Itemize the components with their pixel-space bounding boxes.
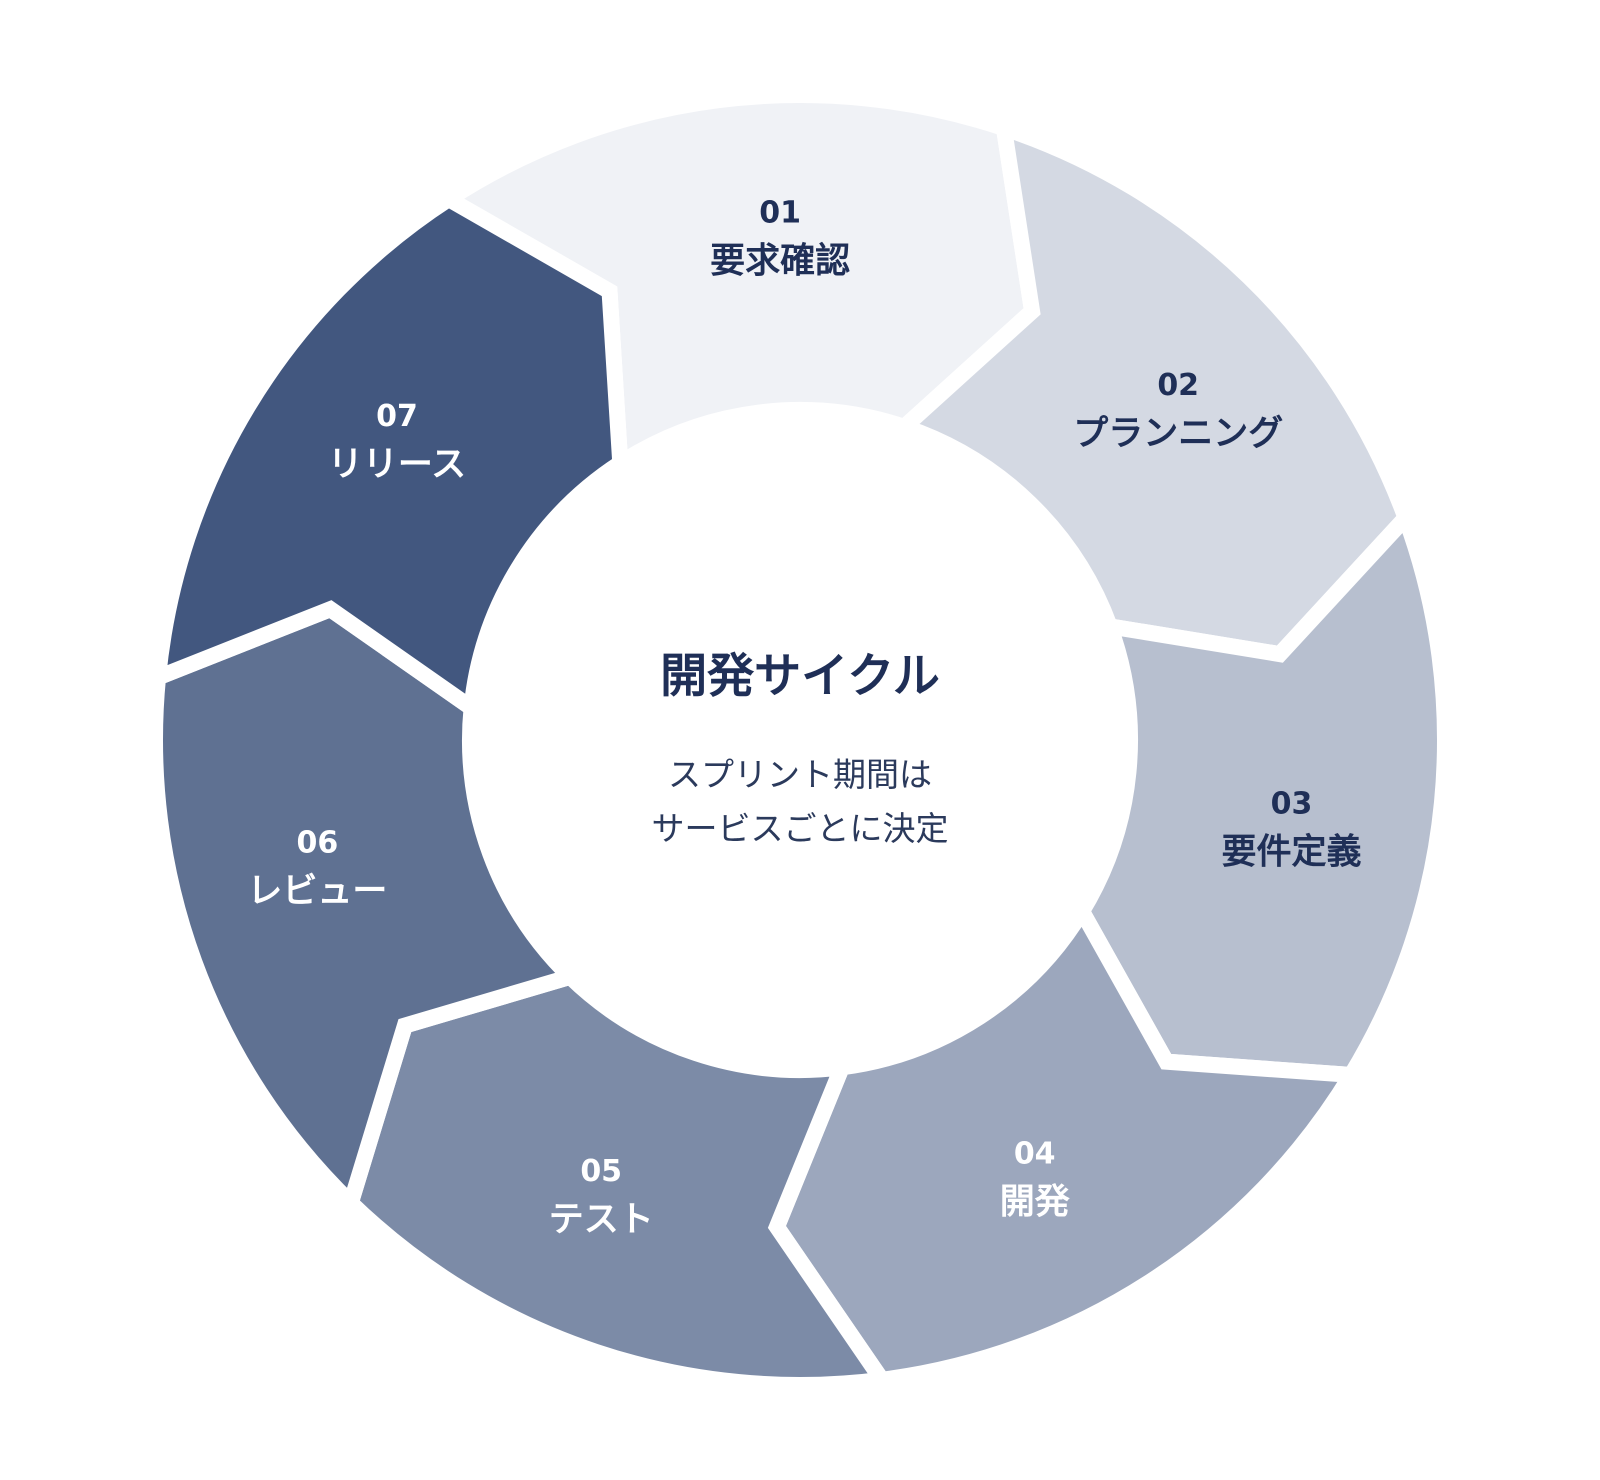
center-circle [470,410,1130,1070]
step-number-05: 05 [580,1154,622,1189]
step-label-02: プランニング [1073,414,1283,454]
center-subtitle-line2: サービスごとに決定 [652,809,949,848]
step-number-07: 07 [376,399,418,434]
cycle-labels: 01 要求確認 02 プランニング 03 要件定義 04 開発 05 テスト 06 レビュー 07 リリー… [247,195,1361,1239]
center-subtitle-line1: スプリント期間は [668,755,932,794]
step-label-03: 要件定義 [1221,833,1361,873]
center-title: 開発サイクル [660,649,940,704]
step-number-01: 01 [759,195,801,230]
step-label-06: レビュー [247,872,387,912]
step-number-04: 04 [1014,1137,1056,1172]
step-label-04: 開発 [1000,1183,1071,1223]
step-number-06: 06 [297,826,339,861]
step-number-02: 02 [1157,368,1199,403]
step-label-07: リリース [328,445,466,485]
step-number-03: 03 [1271,787,1313,822]
step-label-05: テスト [549,1200,654,1240]
step-label-01: 要求確認 [710,241,850,281]
